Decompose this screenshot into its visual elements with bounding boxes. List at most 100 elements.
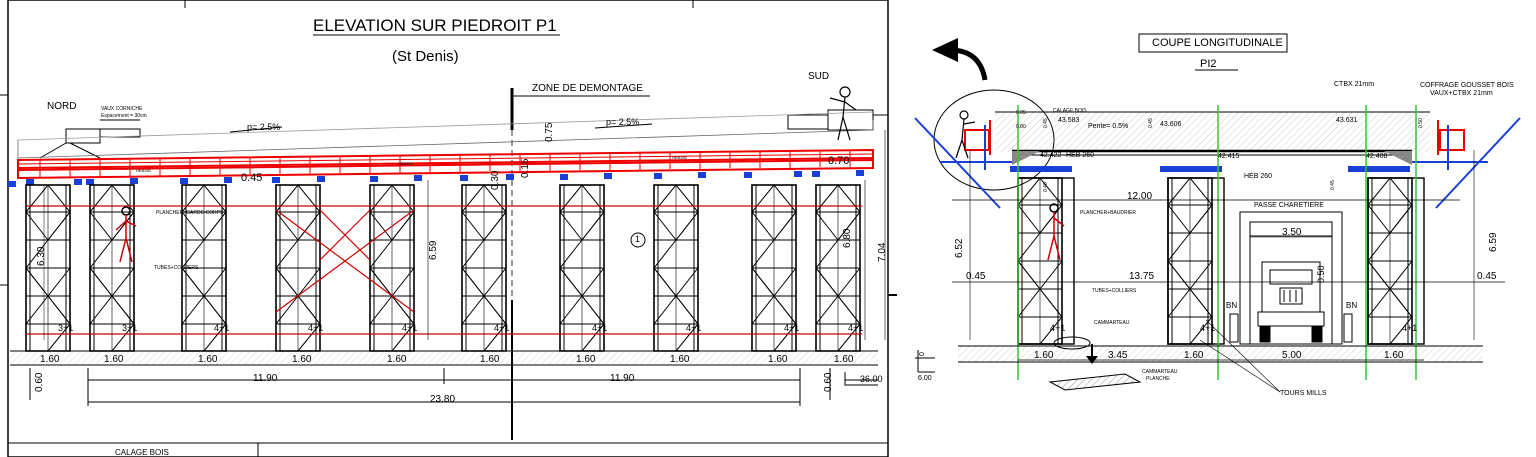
- sud-label: SUD: [808, 71, 830, 82]
- heb-label-1: HEB260: [136, 168, 151, 173]
- heb-label-2: HEB260: [398, 161, 413, 166]
- elev-2: 43.606: [1160, 121, 1182, 128]
- tower-label: 4+1: [1200, 323, 1216, 333]
- level-600: 6.00: [918, 375, 932, 382]
- tower-label: 4+1: [592, 323, 608, 333]
- cammarteau-planche-1: CAMMARTEAU: [1142, 369, 1178, 375]
- coffrage-label-2: VAUX+CTBX 21mm: [1430, 90, 1493, 97]
- zone-label: ZONE DE DEMONTAGE: [532, 83, 643, 94]
- circle-number: 1: [635, 234, 641, 244]
- corniche-spacing: Espacement = 30cm: [101, 113, 147, 119]
- tubes-label: TUBES+COLLIERS: [1092, 288, 1137, 294]
- elev-3: 43.631: [1336, 117, 1358, 124]
- dim-3600: 36.00: [860, 374, 883, 384]
- span-total: 23.80: [430, 394, 456, 405]
- dim-680: 6.80: [842, 228, 853, 248]
- bottom-dim: 3.45: [1108, 350, 1128, 361]
- tours-mills: TOURS MILLS: [1280, 390, 1327, 397]
- dim-015: 0.15: [520, 158, 531, 178]
- dim-030: 0.30: [490, 170, 501, 190]
- elev-4: 42.422: [1040, 152, 1062, 159]
- plancher-baudrier: PLANCHER+BAUDRIER: [1080, 210, 1136, 216]
- dim-045-right: 0.45: [1477, 271, 1497, 282]
- span-left: 11.90: [253, 373, 278, 384]
- spacing-dim: 1.60: [292, 354, 312, 365]
- corniche-note: VAUX CORNICHE: [101, 106, 143, 112]
- heb-right: HEB 260: [1244, 173, 1273, 180]
- small-dim: 0.40: [1043, 182, 1049, 192]
- right-title: COUPE LONGITUDINALE: [1152, 37, 1283, 49]
- spacing-dim: 1.60: [670, 354, 690, 365]
- tower-label: 4+1: [402, 323, 418, 333]
- spacing-dim: 1.60: [576, 354, 596, 365]
- bottom-dim: 1.60: [1184, 350, 1204, 361]
- dim-050: 0.50: [1316, 265, 1326, 283]
- tower-label: 4+1: [308, 323, 324, 333]
- bottom-dim: 5.00: [1282, 350, 1302, 361]
- small-dim: 0.45: [1148, 118, 1154, 128]
- tower-label: 4+1: [494, 323, 510, 333]
- nord-label: NORD: [47, 101, 77, 112]
- dim-659: 6.59: [1488, 232, 1499, 252]
- dim-070: 0.70: [828, 155, 850, 167]
- spacing-dim: 1.60: [387, 354, 407, 365]
- dim-659: 6.59: [428, 240, 439, 260]
- dim-630: 6.30: [36, 246, 47, 266]
- coffrage-label-1: COFFRAGE GOUSSET BOIS: [1420, 82, 1514, 89]
- dim-045: 0.45: [241, 172, 263, 184]
- elev-5: 42.415: [1218, 153, 1240, 160]
- tower-label: 4+1: [1402, 323, 1418, 333]
- small-dim: 0.05: [1016, 110, 1026, 116]
- right-sheet: [914, 33, 1521, 393]
- small-dim: 0.45: [1043, 118, 1049, 128]
- dim-652: 6.52: [954, 238, 965, 258]
- dim-060-right: 0.60: [823, 372, 834, 392]
- tubes-note: TUBES+COLLIERS: [154, 265, 199, 271]
- tower-label: 4+1: [1050, 323, 1066, 333]
- slope-left: p= 2.5%: [247, 122, 281, 132]
- dim-350: 3.50: [1282, 227, 1302, 238]
- tower-label: 3+1: [58, 323, 74, 333]
- tower-label: 4+1: [848, 323, 864, 333]
- cammarteau-label: CAMMARTEAU: [1094, 320, 1130, 326]
- bottom-dim: 1.60: [1034, 350, 1054, 361]
- slope-right: p= 2.5%: [606, 117, 640, 127]
- dim-075: 0.75: [544, 122, 555, 142]
- bottom-dim: 1.60: [1384, 350, 1404, 361]
- title-block-label: CALAGE BOIS: [115, 448, 169, 457]
- pente-label: Pente= 0.5%: [1088, 123, 1129, 130]
- dim-1200: 12.00: [1127, 191, 1153, 202]
- ctbx-label: CTBX 21mm: [1334, 81, 1375, 88]
- elev-6: 42.408: [1366, 153, 1388, 160]
- tower-label: 4+1: [214, 323, 230, 333]
- spacing-dim: 1.60: [480, 354, 500, 365]
- small-dim: 0.50: [1418, 118, 1424, 128]
- heb-left: HEB 260: [1066, 152, 1095, 159]
- left-subtitle: (St Denis): [392, 48, 459, 65]
- bn-right: BN: [1346, 301, 1358, 310]
- spacing-dim: 1.60: [198, 354, 218, 365]
- small-dim: 0.45: [1330, 180, 1336, 190]
- left-title: ELEVATION SUR PIEDROIT P1: [313, 16, 557, 35]
- dim-1375: 13.75: [1129, 271, 1155, 282]
- calage-label: CALAGE BOIS: [1053, 108, 1087, 114]
- right-subtitle: PI2: [1200, 58, 1217, 70]
- tower-label: 4+1: [686, 323, 702, 333]
- elev-1: 43.583: [1058, 117, 1080, 124]
- small-dim: 0.80: [1016, 124, 1026, 130]
- passe-charetiere: PASSE CHARETIERE: [1254, 202, 1324, 209]
- level-0: 0: [919, 352, 926, 356]
- spacing-dim: 1.60: [768, 354, 788, 365]
- dim-060-left: 0.60: [34, 372, 45, 392]
- heb-label-3: HEB260: [672, 155, 687, 160]
- span-right: 11.90: [610, 373, 635, 384]
- cammarteau-planche-2: PLANCHE: [1146, 376, 1170, 382]
- spacing-dim: 1.60: [834, 354, 854, 365]
- spacing-dim: 1.60: [104, 354, 124, 365]
- dim-045-left: 0.45: [966, 271, 986, 282]
- bn-left: BN: [1226, 301, 1238, 310]
- dim-704: 7.04: [877, 242, 888, 262]
- tower-label: 3+1: [122, 323, 138, 333]
- tower-label: 4+1: [784, 323, 800, 333]
